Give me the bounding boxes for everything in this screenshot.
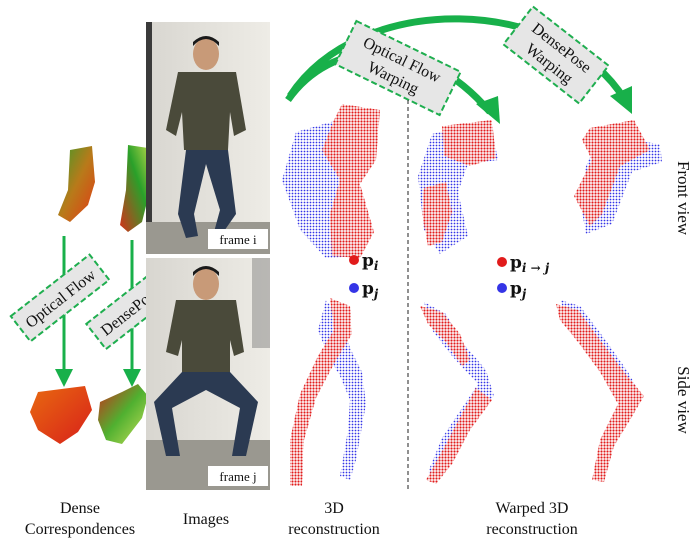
densepose-warping-box: DensePose Warping	[501, 5, 611, 105]
caption-warped-line2: reconstruction	[486, 521, 578, 538]
recon-front-view	[282, 104, 380, 258]
legend-left-blue-dot	[349, 283, 359, 293]
legend-right-blue-dot	[497, 283, 507, 293]
caption-warped-line1: Warped 3D	[496, 500, 569, 517]
optical-flow-arrowhead	[476, 96, 500, 124]
frame-i-label: frame i	[219, 232, 257, 247]
warped-of-front-red-lower	[422, 182, 452, 246]
densepose-arrowhead	[610, 86, 632, 114]
warped-dp-side-red	[556, 304, 644, 482]
optical-flow-leg-top	[58, 146, 95, 222]
warped-of-side-view	[420, 302, 494, 484]
legend-left-p-j: pj	[362, 279, 379, 301]
legend-left: pi pj	[349, 251, 379, 301]
legend-left-red-dot	[349, 255, 359, 265]
warped-dp-front-view	[574, 120, 662, 234]
densepose-leg-top	[120, 145, 150, 232]
warped-of-front-view	[418, 120, 498, 254]
image-frame-i: frame i	[146, 22, 270, 254]
legend-right-p-j: pj	[510, 279, 527, 301]
correspondence-renders	[30, 145, 150, 444]
caption-reconstruction-line1: 3D	[324, 500, 344, 517]
legend-right-p-i-to-j: pi → j	[510, 253, 550, 275]
row-label-side: Side view	[674, 366, 693, 434]
warped-of-side-red-lower	[426, 388, 492, 484]
warped-of-front-red	[442, 120, 496, 166]
legend-right-red-dot	[497, 257, 507, 267]
caption-images: Images	[183, 511, 229, 528]
row-label-front: Front view	[674, 161, 693, 236]
recon-side-view	[290, 298, 366, 486]
warped-dp-side-view	[556, 300, 644, 482]
optical-flow-leg-bottom	[30, 386, 92, 444]
legend-left-p-i: pi	[362, 251, 379, 273]
warped-dp-front-red	[574, 120, 650, 226]
recon-front-red	[322, 104, 380, 258]
legend-right: pi → j pj	[497, 253, 550, 301]
recon-side-red	[290, 298, 352, 486]
caption-correspondences-line1: Dense	[60, 500, 100, 517]
image-frame-j: frame j	[146, 258, 270, 490]
warped-of-side-red	[420, 306, 470, 366]
caption-correspondences-line2: Correspondences	[25, 521, 135, 538]
frame-j-label: frame j	[219, 469, 256, 484]
caption-reconstruction-line2: reconstruction	[288, 521, 380, 538]
densepose-leg-bottom	[98, 384, 148, 444]
optical-flow-warping-box: Optical Flow Warping	[334, 19, 462, 117]
frame-i-label-bg	[208, 229, 268, 249]
frame-j-label-bg	[208, 466, 268, 486]
